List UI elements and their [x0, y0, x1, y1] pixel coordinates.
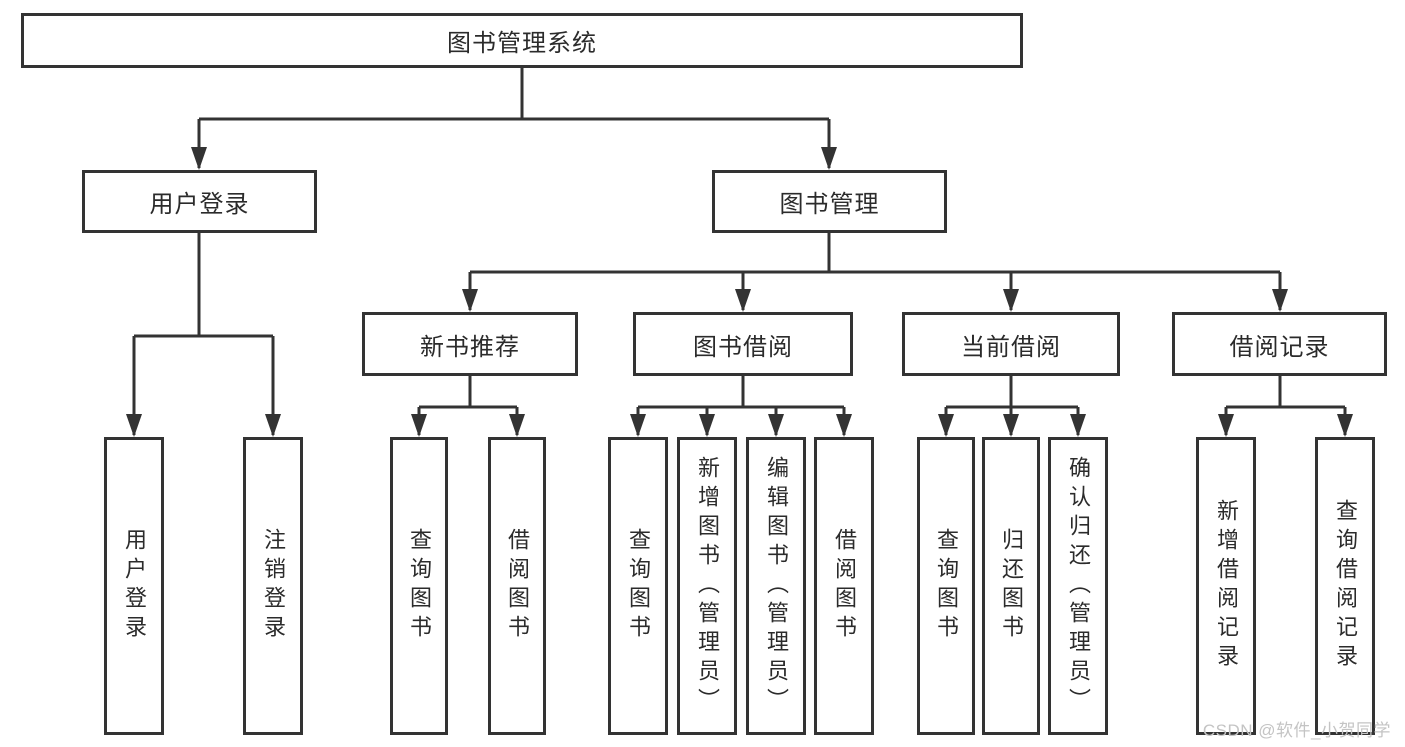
node-book-borrowing: 图书借阅 [633, 312, 853, 376]
leaf-add-book-admin: 新增图书（管理员） [677, 437, 737, 735]
leaf-label: 编辑图书（管理员） [764, 455, 789, 717]
leaf-query-books-current: 查询图书 [917, 437, 975, 735]
node-label: 新书推荐 [420, 333, 520, 361]
node-borrowing-records: 借阅记录 [1172, 312, 1387, 376]
tree-edges [132, 68, 1347, 435]
node-label: 图书管理系统 [447, 30, 597, 57]
node-label: 用户登录 [149, 191, 250, 218]
leaf-confirm-return-admin: 确认归还（管理员） [1048, 437, 1108, 735]
node-label: 当前借阅 [961, 333, 1061, 361]
node-current-borrowing: 当前借阅 [902, 312, 1120, 376]
leaf-label: 查询图书 [407, 528, 432, 644]
leaf-label: 新增借阅记录 [1214, 499, 1239, 673]
leaf-edit-book-admin: 编辑图书（管理员） [746, 437, 806, 735]
csdn-watermark: CSDN @软件_小贺同学 [1202, 721, 1391, 740]
node-label: 图书借阅 [693, 333, 793, 361]
leaf-query-books-borrow: 查询图书 [608, 437, 668, 735]
node-label: 借阅记录 [1229, 333, 1330, 361]
leaf-label: 借阅图书 [505, 528, 530, 644]
leaf-user-login: 用户登录 [104, 437, 164, 735]
leaf-borrow-books-borrow: 借阅图书 [814, 437, 874, 735]
leaf-label: 查询图书 [626, 528, 651, 644]
node-user-login: 用户登录 [82, 170, 317, 233]
leaf-label: 确认归还（管理员） [1066, 455, 1091, 717]
leaf-logout: 注销登录 [243, 437, 303, 735]
node-book-management: 图书管理 [712, 170, 947, 233]
node-label: 图书管理 [779, 191, 880, 218]
node-library-management-system: 图书管理系统 [21, 13, 1023, 68]
leaf-label: 新增图书（管理员） [695, 455, 720, 717]
arrowheads [126, 147, 1353, 437]
leaf-borrow-books-recommend: 借阅图书 [488, 437, 546, 735]
leaf-label: 归还图书 [999, 528, 1024, 644]
leaf-label: 注销登录 [261, 528, 286, 644]
leaf-label: 借阅图书 [832, 528, 857, 644]
node-new-book-recommendation: 新书推荐 [362, 312, 578, 376]
leaf-return-book: 归还图书 [982, 437, 1040, 735]
leaf-label: 查询借阅记录 [1333, 499, 1358, 673]
leaf-label: 用户登录 [122, 528, 147, 644]
leaf-label: 查询图书 [934, 528, 959, 644]
leaf-add-borrow-record: 新增借阅记录 [1196, 437, 1256, 735]
leaf-query-borrow-record: 查询借阅记录 [1315, 437, 1375, 735]
leaf-query-books-recommend: 查询图书 [390, 437, 448, 735]
